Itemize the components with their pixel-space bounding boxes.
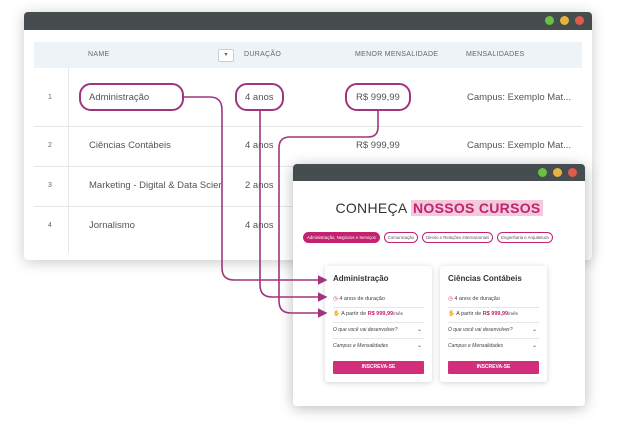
column-header-prices: MENSALIDADES [466,51,525,58]
clock-icon: ◷ [333,296,338,302]
tab-engenharia[interactable]: Engenharia e Arquitetura [497,232,553,243]
row-index: 3 [48,182,52,189]
course-card: Administração ◷ 4 anos de duração ✋ A pa… [325,266,432,382]
divider [448,322,539,323]
sort-dropdown-button[interactable]: ▾ [218,49,234,62]
duration-cell[interactable]: 4 anos [245,220,274,231]
page-title-prefix: CONHEÇA [335,200,411,216]
course-name-cell[interactable]: Administração [89,92,150,103]
minimize-dot-icon[interactable] [553,168,562,177]
row-index: 2 [48,142,52,149]
divider [448,338,539,339]
divider [333,307,424,308]
chevron-down-icon: ⌄ [416,327,422,333]
hand-coin-icon: ✋ [333,311,340,317]
page-title-highlight: NOSSOS CURSOS [410,200,543,216]
campus-dropdown[interactable]: Campus e Mensalidades⌄ [448,343,537,349]
website-window: CONHEÇA NOSSOS CURSOS Administração, Neg… [293,164,585,406]
duration-row: ◷ 4 anos de duração [333,296,385,302]
price-cell[interactable]: R$ 999,99 [356,140,400,151]
enroll-button[interactable]: INSCREVA-SE [333,361,424,374]
price-row: ✋ A partir de R$ 999,99/mês [448,311,518,317]
chevron-down-icon: ⌄ [416,343,422,349]
tab-administracao[interactable]: Administração, Negócios e Serviços [303,232,380,243]
campus-dropdown[interactable]: Campus e Mensalidades⌄ [333,343,422,349]
chevron-down-icon: ⌄ [531,343,537,349]
course-name-cell[interactable]: Marketing - Digital & Data Scier [89,180,222,191]
price-cell[interactable]: R$ 999,99 [356,92,400,103]
category-tabs: Administração, Negócios e Serviços Comun… [303,232,553,243]
course-name-cell[interactable]: Ciências Contábeis [89,140,171,151]
price-highlight-pill [345,83,411,111]
divider [333,338,424,339]
duration-row: ◷ 4 anos de duração [448,296,500,302]
maximize-dot-icon[interactable] [545,16,554,25]
column-divider [68,68,69,253]
course-card-title: Administração [333,274,389,283]
course-card-title: Ciências Contábeis [448,274,522,283]
close-dot-icon[interactable] [575,16,584,25]
minimize-dot-icon[interactable] [560,16,569,25]
price-row: ✋ A partir de R$ 999,99/mês [333,311,403,317]
close-dot-icon[interactable] [568,168,577,177]
window-titlebar [24,12,592,30]
tab-comunicacao[interactable]: Comunicação [383,232,419,243]
name-highlight-pill [79,83,184,111]
clock-icon: ◷ [448,296,453,302]
course-name-cell[interactable]: Jornalismo [89,220,135,231]
duration-cell[interactable]: 4 anos [245,140,274,151]
enroll-button[interactable]: INSCREVA-SE [448,361,539,374]
table-header: NAME ▾ DURAÇÃO MENOR MENSALIDADE MENSALI… [34,42,582,68]
course-card: Ciências Contábeis ◷ 4 anos de duração ✋… [440,266,547,382]
duration-cell[interactable]: 2 anos [245,180,274,191]
maximize-dot-icon[interactable] [538,168,547,177]
develop-dropdown[interactable]: O que você vai desenvolver?⌄ [333,327,422,333]
duration-highlight-pill [235,83,284,111]
hand-coin-icon: ✋ [448,311,455,317]
chevron-down-icon: ⌄ [531,327,537,333]
page-title: CONHEÇA NOSSOS CURSOS [293,200,585,216]
chevron-down-icon: ▾ [224,52,228,58]
row-index: 1 [48,94,52,101]
divider [333,322,424,323]
row-index: 4 [48,222,52,229]
develop-dropdown[interactable]: O que você vai desenvolver?⌄ [448,327,537,333]
table-row[interactable]: 2 Ciências Contábeis 4 anos R$ 999,99 Ca… [34,126,582,167]
divider [448,307,539,308]
column-header-min-price: MENOR MENSALIDADE [355,51,439,58]
campus-cell[interactable]: Campus: Exemplo Mat... [467,92,572,103]
window-titlebar [293,164,585,181]
tab-direito[interactable]: Direito e Relações Internacionais [422,232,494,243]
column-header-duration: DURAÇÃO [244,51,282,58]
campus-cell[interactable]: Campus: Exemplo Mat... [467,140,572,151]
column-header-name: NAME [88,51,110,58]
